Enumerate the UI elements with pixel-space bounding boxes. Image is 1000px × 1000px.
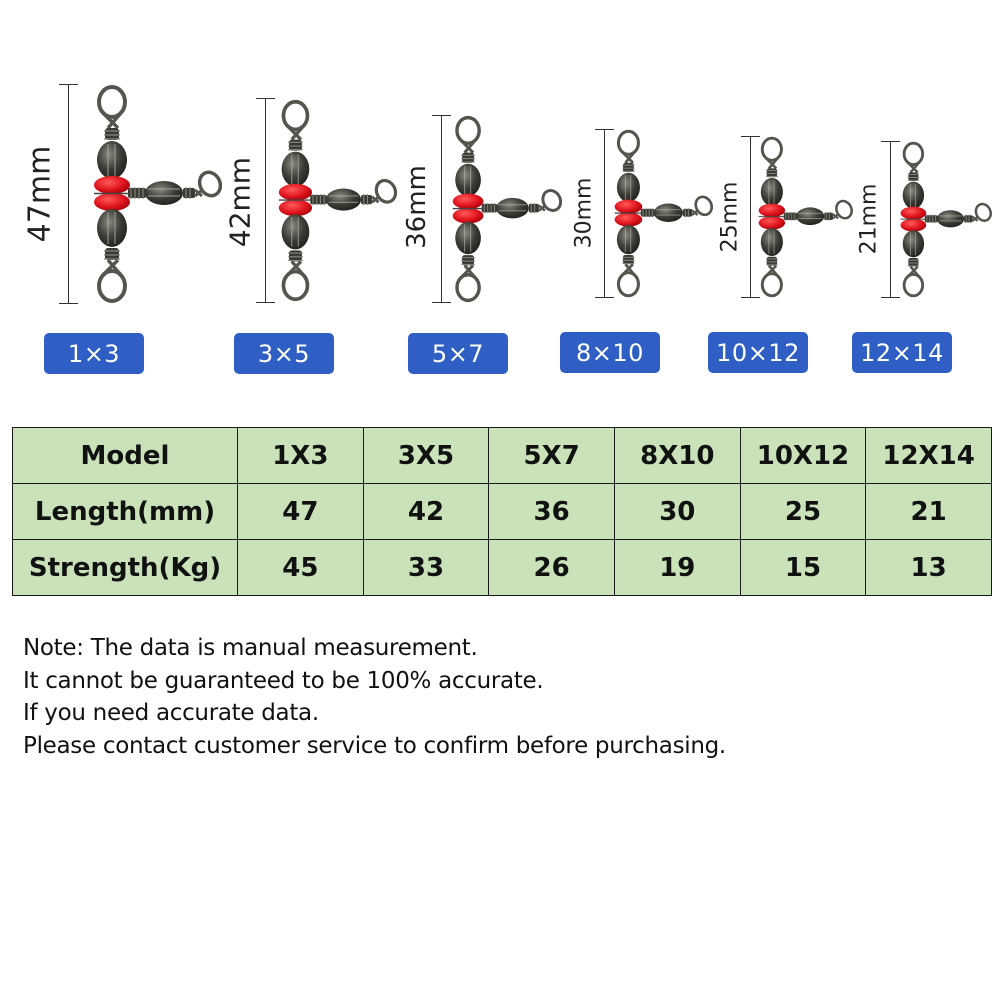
table-cell: 30: [613, 483, 741, 540]
length-label: 47mm: [22, 145, 58, 243]
table-cell: 8X10: [613, 427, 741, 484]
table-cell: 45: [237, 539, 364, 596]
model-badge: 10×12: [708, 332, 808, 373]
table-cell: 12X14: [865, 427, 992, 484]
swivel-image: [613, 129, 713, 298]
table-cell: 42: [362, 483, 490, 540]
table-cell: 36: [488, 483, 615, 540]
note-line: If you need accurate data.: [23, 700, 319, 726]
table-cell: 25: [739, 483, 867, 540]
table-cell: 15: [739, 539, 867, 596]
swivel-image: [899, 141, 992, 298]
model-badge: 8×10: [560, 332, 660, 373]
dimension-line: [881, 141, 900, 298]
note-line: Please contact customer service to confi…: [23, 732, 726, 759]
table-cell: 10X12: [739, 427, 867, 484]
dimension-line: [59, 84, 78, 304]
table-cell: 21: [865, 483, 992, 540]
table-cell: 5X7: [488, 427, 615, 484]
table-row-strength: Strength(Kg) 45 33 26 19 15 13: [12, 539, 992, 596]
model-badge: 1×3: [44, 333, 144, 374]
dimension-line: [595, 129, 614, 298]
table-cell: 1X3: [237, 427, 364, 484]
length-label: 42mm: [223, 156, 257, 248]
model-badge: 5×7: [408, 333, 508, 374]
note-line: Note: The data is manual measurement.: [23, 635, 478, 661]
model-badge: 12×14: [852, 332, 952, 373]
row-header: Length(mm): [12, 483, 238, 540]
swivel-image: [451, 115, 562, 303]
row-header: Strength(Kg): [12, 539, 238, 596]
table-row-model: Model 1X3 3X5 5X7 8X10 10X12 12X14: [12, 427, 992, 484]
dimension-line: [741, 136, 760, 298]
swivel-image: [92, 84, 222, 304]
swivel-image: [757, 136, 853, 298]
table-cell: 47: [237, 483, 364, 540]
spec-table: Model 1X3 3X5 5X7 8X10 10X12 12X14 Lengt…: [12, 427, 992, 596]
length-label: 36mm: [402, 165, 432, 249]
dimension-line: [432, 115, 451, 303]
table-cell: 13: [865, 539, 992, 596]
table-cell: 33: [362, 539, 490, 596]
model-badge: 3×5: [234, 333, 334, 374]
length-label: 21mm: [856, 183, 882, 255]
table-cell: 19: [613, 539, 741, 596]
table-cell: 3X5: [362, 427, 490, 484]
swivel-image: [277, 98, 397, 303]
disclaimer-note: Note: The data is manual measurement. It…: [23, 632, 726, 762]
table-row-length: Length(mm) 47 42 36 30 25 21: [12, 483, 992, 540]
row-header: Model: [12, 427, 238, 484]
note-line: It cannot be guaranteed to be 100% accur…: [23, 667, 544, 694]
table-cell: 26: [488, 539, 615, 596]
dimension-line: [256, 98, 275, 303]
length-label: 25mm: [717, 181, 743, 253]
length-label: 30mm: [571, 177, 597, 249]
